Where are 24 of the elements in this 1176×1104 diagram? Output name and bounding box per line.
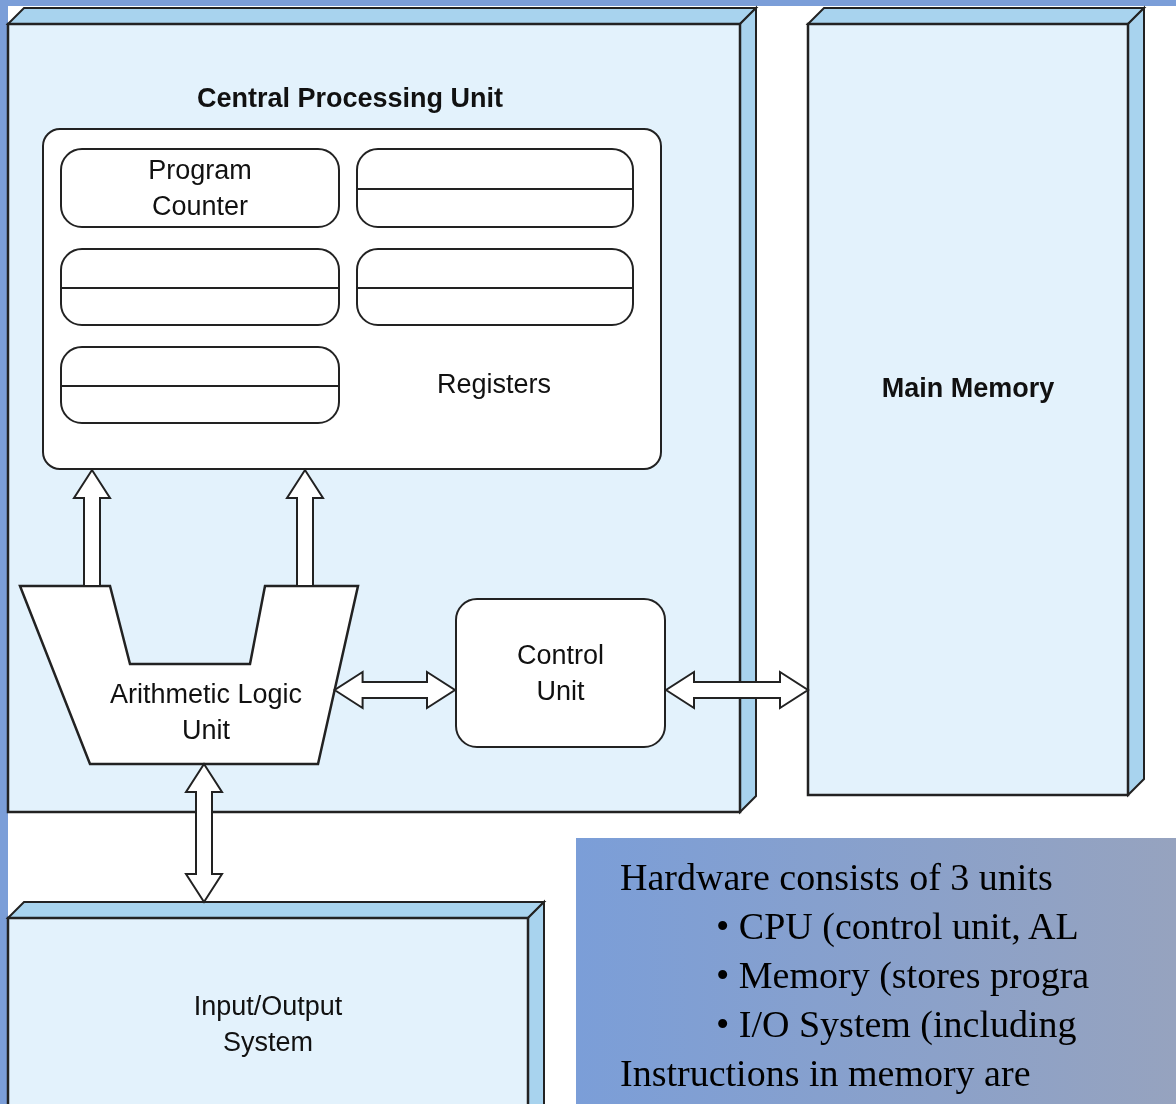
- control-unit-box: [455, 598, 666, 748]
- register-slot: [356, 148, 634, 228]
- block-arrow: [285, 468, 325, 587]
- register-slot: [60, 148, 340, 228]
- block-label: Main Memory: [880, 372, 1056, 405]
- block-arrow: [664, 670, 810, 710]
- register-slot: [60, 248, 340, 326]
- registers-panel: [42, 128, 662, 470]
- unit-label: Program Counter: [147, 153, 253, 223]
- bullet-item: • Memory (stores progra: [716, 953, 1090, 998]
- register-slot: [356, 248, 634, 326]
- bullet-item: • I/O System (including: [716, 1002, 1077, 1047]
- block-label: Central Processing Unit: [195, 82, 505, 115]
- bullet-item: • CPU (control unit, AL: [716, 904, 1079, 949]
- unit-label: Control Unit: [515, 638, 605, 708]
- register-slot: [60, 346, 340, 424]
- block-label: Input/Output System: [192, 990, 344, 1060]
- body-text: Instructions in memory are: [620, 1051, 1031, 1096]
- body-text: Hardware consists of 3 units: [620, 855, 1053, 900]
- block-arrow: [332, 670, 457, 710]
- group-label: Registers: [435, 368, 552, 401]
- alu-label: Arithmetic Logic Unit: [108, 678, 304, 748]
- block-arrow: [184, 762, 224, 904]
- block-arrow: [72, 468, 112, 587]
